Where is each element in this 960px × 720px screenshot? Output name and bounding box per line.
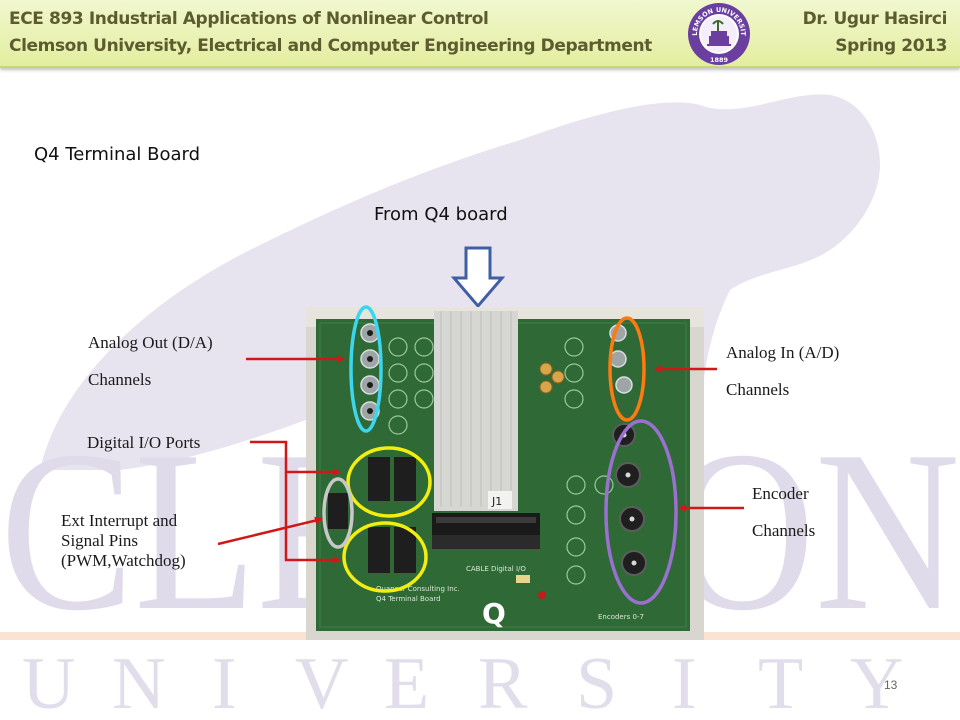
ext-interrupt-label-line3: (PWM,Watchdog)	[61, 551, 186, 570]
encoder-sublabel: Channels	[752, 521, 816, 540]
analog-in-label: Analog In (A/D)	[726, 343, 840, 362]
page-number: 13	[884, 678, 898, 692]
digital-io-label: Digital I/O Ports	[87, 433, 201, 452]
encoders-print: Encoders 0-7	[598, 613, 644, 621]
digital-io-print: CABLE Digital I/O	[466, 565, 526, 573]
svg-text:1889: 1889	[710, 56, 729, 64]
encoder-ring	[604, 419, 678, 605]
department-line: Clemson University, Electrical and Compu…	[9, 36, 652, 56]
ext-interrupt-label-line1: Ext Interrupt and	[61, 511, 178, 530]
svg-text:T: T	[758, 643, 803, 720]
digital-io-ring-lower	[342, 521, 428, 593]
digital-io-bracket-lower	[284, 472, 341, 564]
slide-title: Q4 Terminal Board	[34, 144, 201, 165]
analog-out-label: Analog Out (D/A)	[88, 333, 213, 352]
down-arrow-icon	[450, 246, 506, 309]
analog-out-ring	[349, 305, 383, 433]
ext-interrupt-ring	[322, 477, 354, 549]
ext-interrupt-arrow	[217, 516, 323, 546]
encoder-label: Encoder	[752, 484, 809, 503]
source-label: From Q4 board	[374, 204, 508, 225]
term-label: Spring 2013	[835, 36, 947, 56]
analog-in-sublabel: Channels	[726, 380, 790, 399]
j1-label: J1	[491, 495, 502, 508]
svg-text:I: I	[212, 643, 237, 720]
q4-terminal-board-photo: J1 CABLE Digital I/O Encoders 0-7 Q Q	[306, 307, 704, 640]
svg-text:V: V	[295, 643, 348, 720]
board-q-mark: Q	[482, 597, 506, 630]
analog-in-ring	[608, 316, 646, 422]
instructor-name: Dr. Ugur Hasirci	[802, 9, 948, 29]
university-letters: U N I V E R S I T Y	[22, 643, 903, 720]
svg-text:U: U	[22, 643, 75, 720]
svg-text:R: R	[478, 643, 528, 720]
header-bar: ECE 893 Industrial Applications of Nonli…	[0, 0, 960, 68]
digital-io-bracket	[250, 440, 341, 476]
svg-text:S: S	[576, 643, 617, 720]
board-name-print: Q4 Terminal Board	[376, 595, 441, 603]
svg-text:Y: Y	[850, 643, 903, 720]
digital-io-ring-upper	[346, 446, 432, 518]
ext-interrupt-label-line2: Signal Pins	[61, 531, 138, 550]
maker-print: Quanser Consulting Inc.	[376, 585, 460, 593]
svg-text:I: I	[672, 643, 697, 720]
svg-text:E: E	[384, 643, 429, 720]
analog-out-sublabel: Channels	[88, 370, 152, 389]
course-title: ECE 893 Industrial Applications of Nonli…	[9, 9, 489, 29]
svg-text:N: N	[112, 643, 165, 720]
